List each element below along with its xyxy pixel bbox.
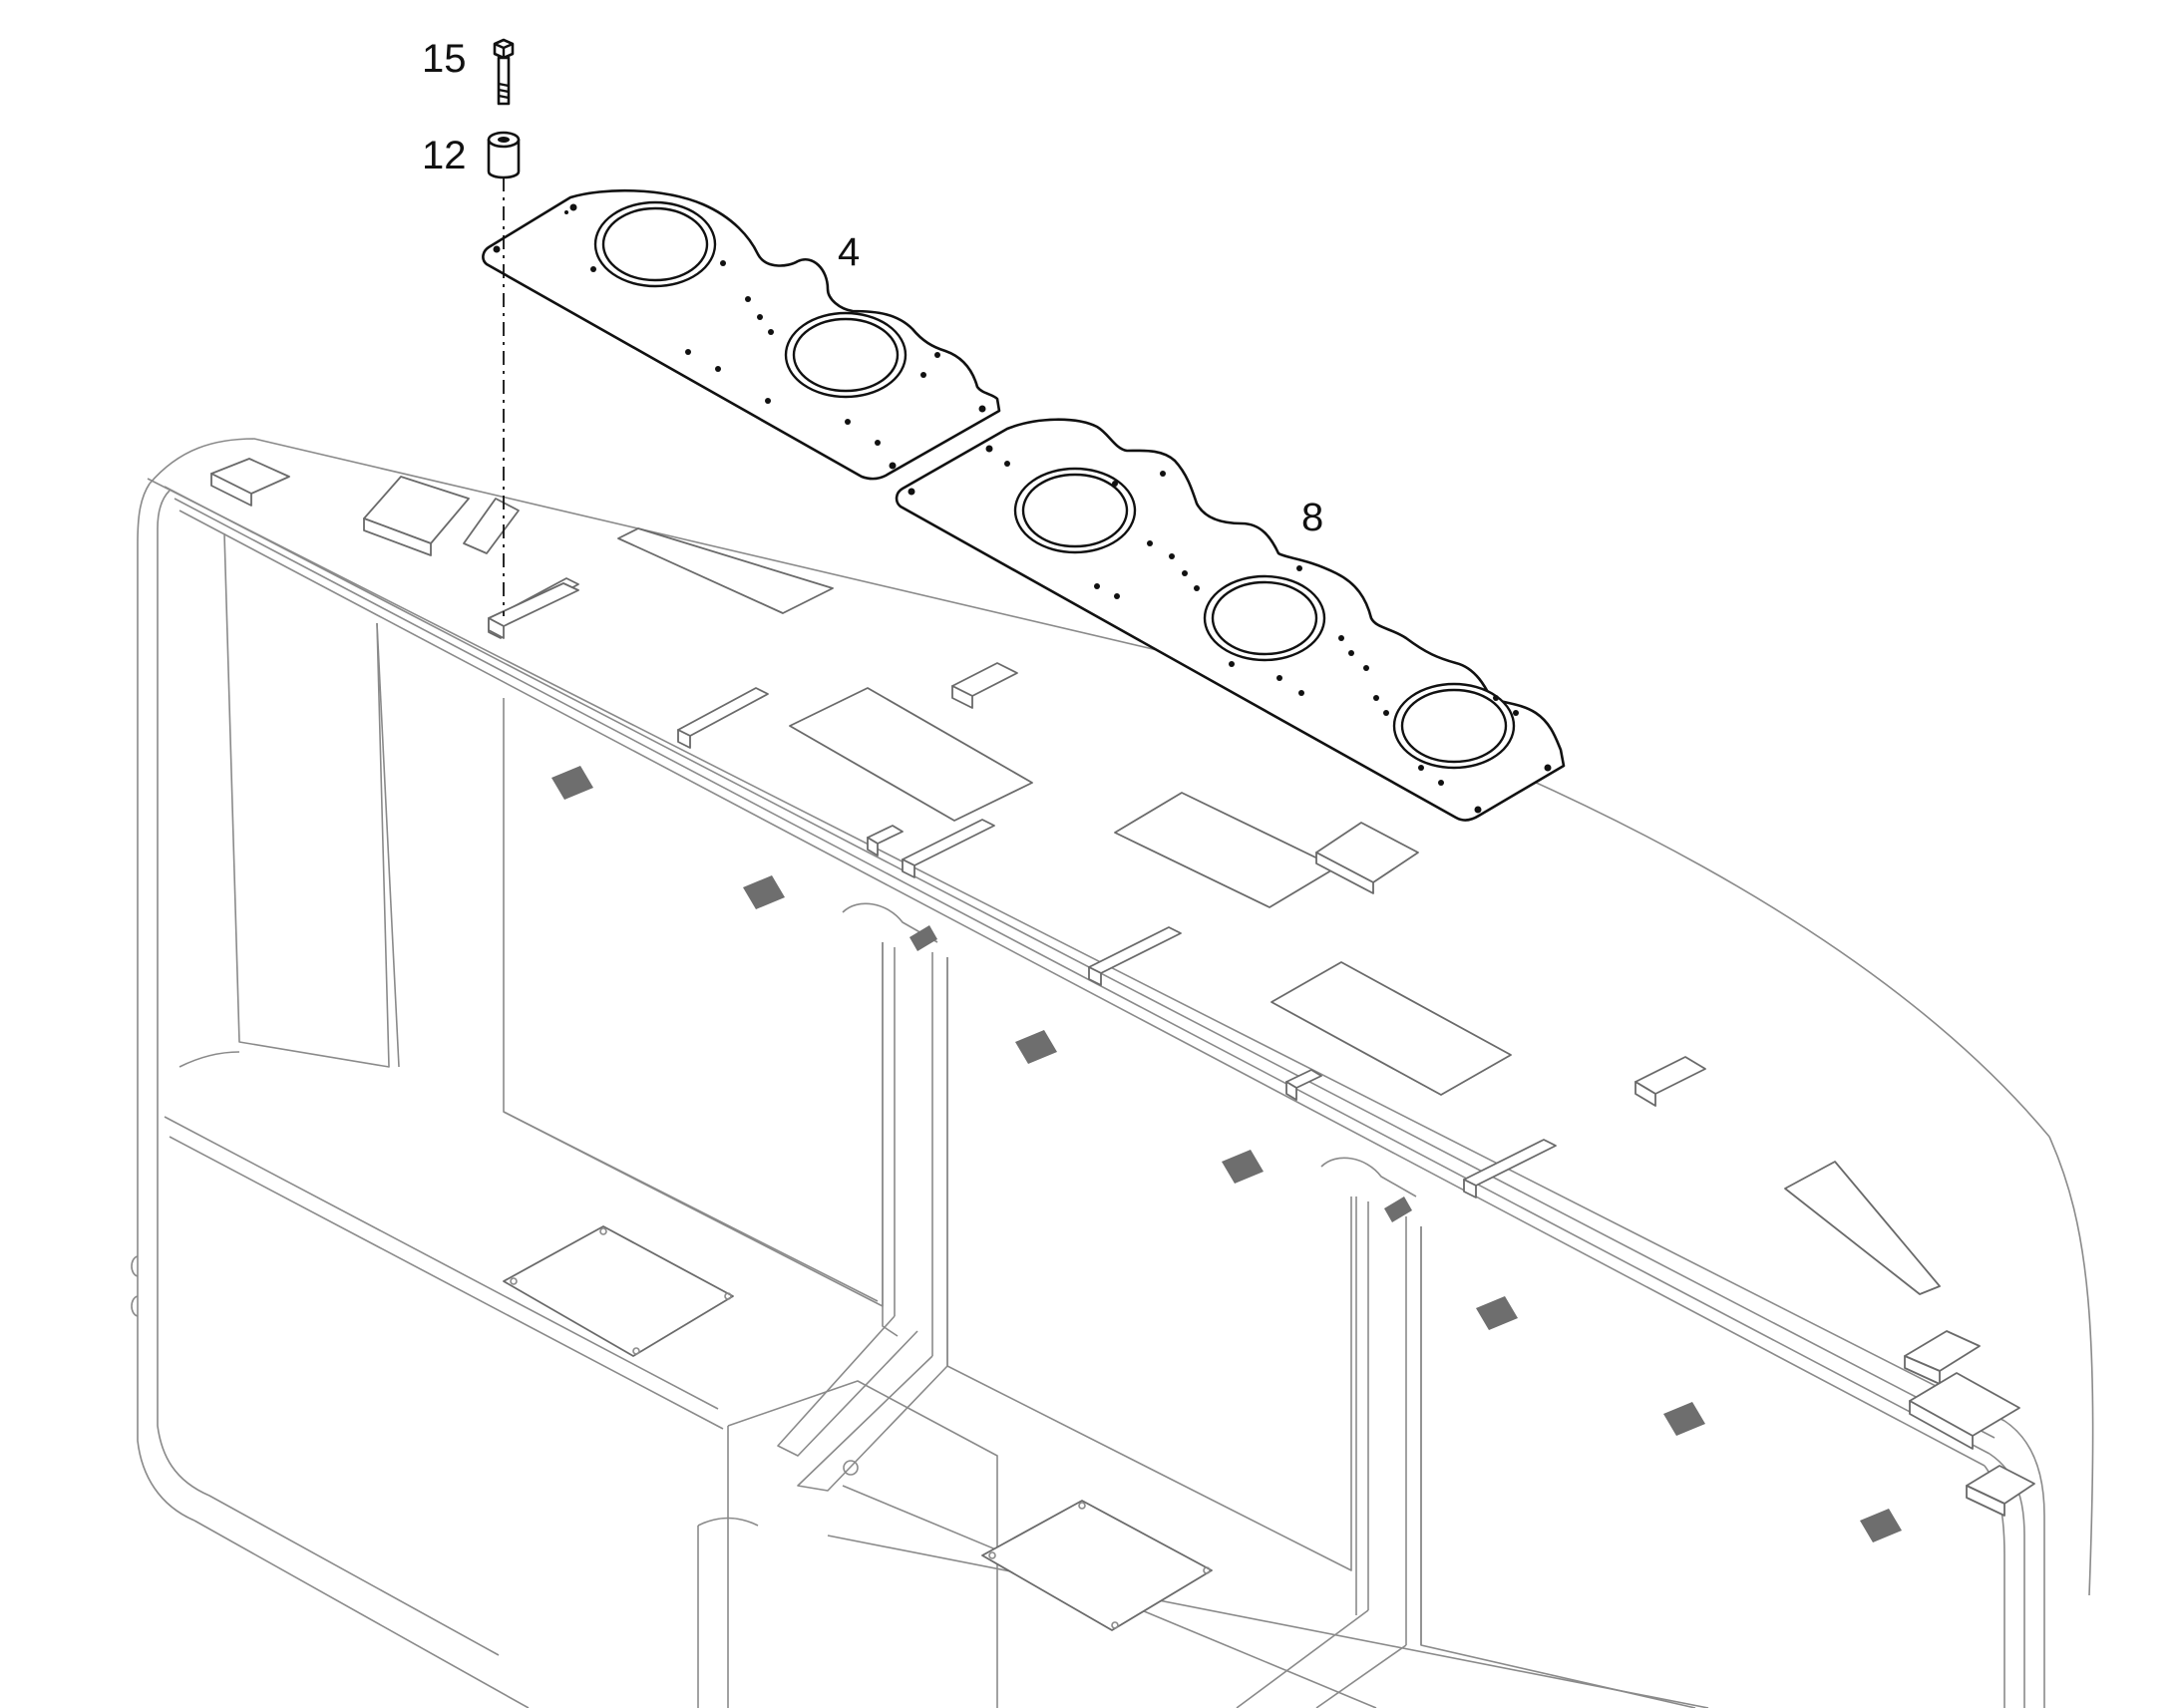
callout-12: 12 xyxy=(422,134,467,177)
bolt-15 xyxy=(493,38,515,106)
housing-frame xyxy=(131,438,2094,1708)
callout-4: 4 xyxy=(838,230,860,274)
callout-8: 8 xyxy=(1301,496,1323,539)
deck-fittings xyxy=(210,458,2035,1542)
gasket-plate-4 xyxy=(482,188,1001,481)
callout-15: 15 xyxy=(422,37,467,81)
spacer-12 xyxy=(487,131,521,179)
gasket-plate-8 xyxy=(895,418,1566,822)
